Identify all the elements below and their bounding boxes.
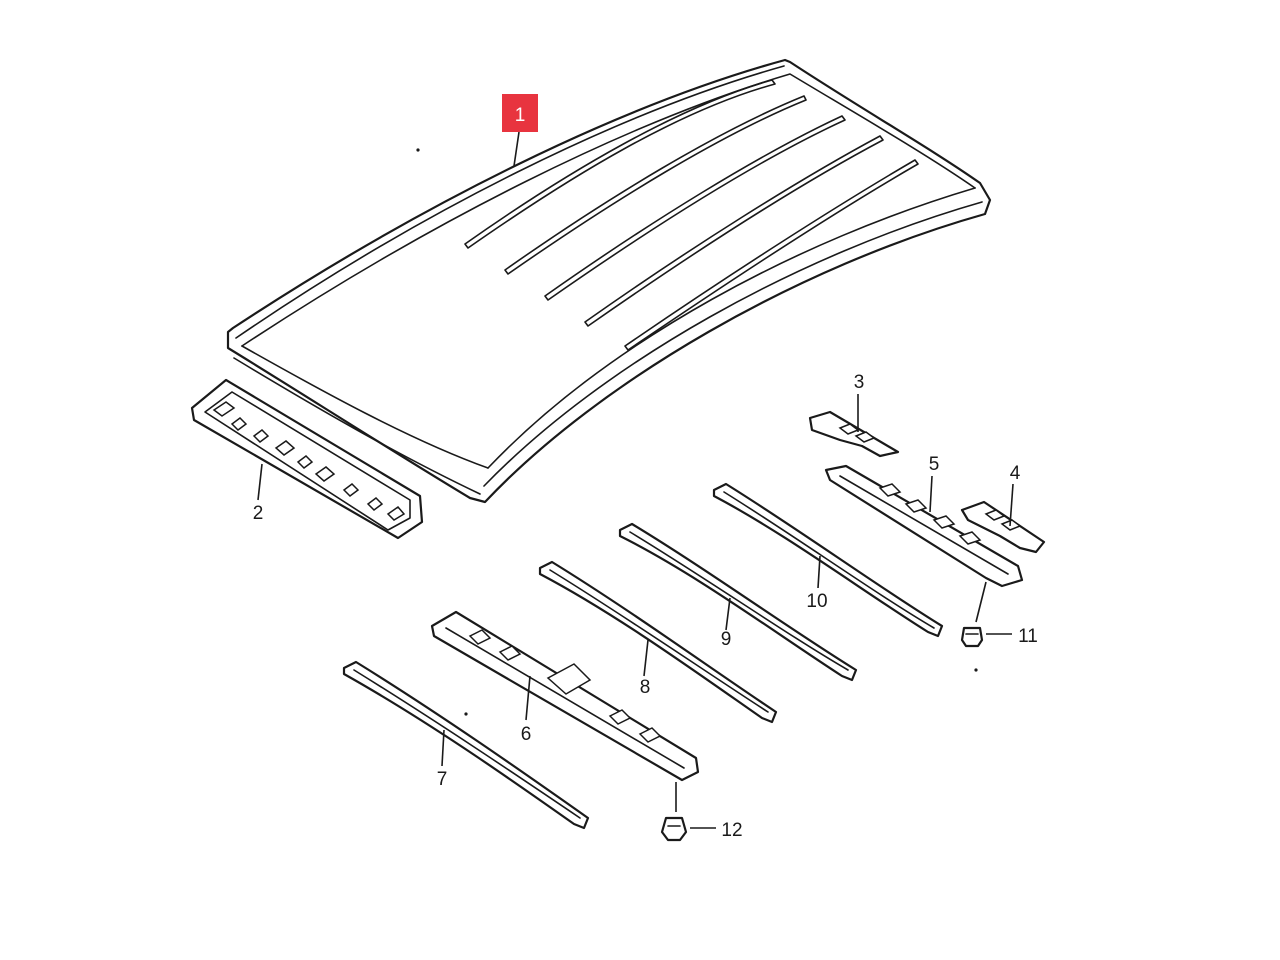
roof-bow-part-10[interactable] xyxy=(712,482,944,638)
callout-4-label[interactable]: 4 xyxy=(1010,463,1021,484)
callout-1-label: 1 xyxy=(515,105,526,126)
scan-dot xyxy=(416,148,420,152)
roof-bow-part-8[interactable] xyxy=(538,560,778,724)
roof-bow-part-9[interactable] xyxy=(618,522,858,682)
fastener-part-11[interactable] xyxy=(960,626,984,648)
roof-panel-part-1[interactable] xyxy=(226,58,992,504)
leader-lines xyxy=(257,131,1014,829)
callout-8-label[interactable]: 8 xyxy=(640,677,651,698)
front-header-part-2[interactable] xyxy=(190,378,424,540)
callout-9-label[interactable]: 9 xyxy=(721,629,732,650)
fastener-part-12[interactable] xyxy=(660,816,688,842)
callout-2-label[interactable]: 2 xyxy=(253,503,264,524)
scan-dot xyxy=(464,712,468,716)
roof-bow-part-7[interactable] xyxy=(342,660,590,830)
callout-1-highlight xyxy=(502,94,538,132)
callout-3-label[interactable]: 3 xyxy=(854,372,865,393)
callout-7-label[interactable]: 7 xyxy=(437,769,448,790)
rear-header-part-5[interactable] xyxy=(824,464,1024,588)
reinforcement-part-6[interactable] xyxy=(430,610,700,782)
callout-10-label[interactable]: 10 xyxy=(806,591,827,612)
callout-6-label[interactable]: 6 xyxy=(521,724,532,745)
callout-1[interactable]: 1 xyxy=(502,94,538,132)
bracket-part-4[interactable] xyxy=(960,500,1046,554)
scan-dot xyxy=(974,668,978,672)
callout-11-label[interactable]: 11 xyxy=(1018,626,1038,647)
callout-5-label[interactable]: 5 xyxy=(929,454,940,475)
bracket-part-3[interactable] xyxy=(808,410,900,458)
callout-12-label[interactable]: 12 xyxy=(721,820,742,841)
